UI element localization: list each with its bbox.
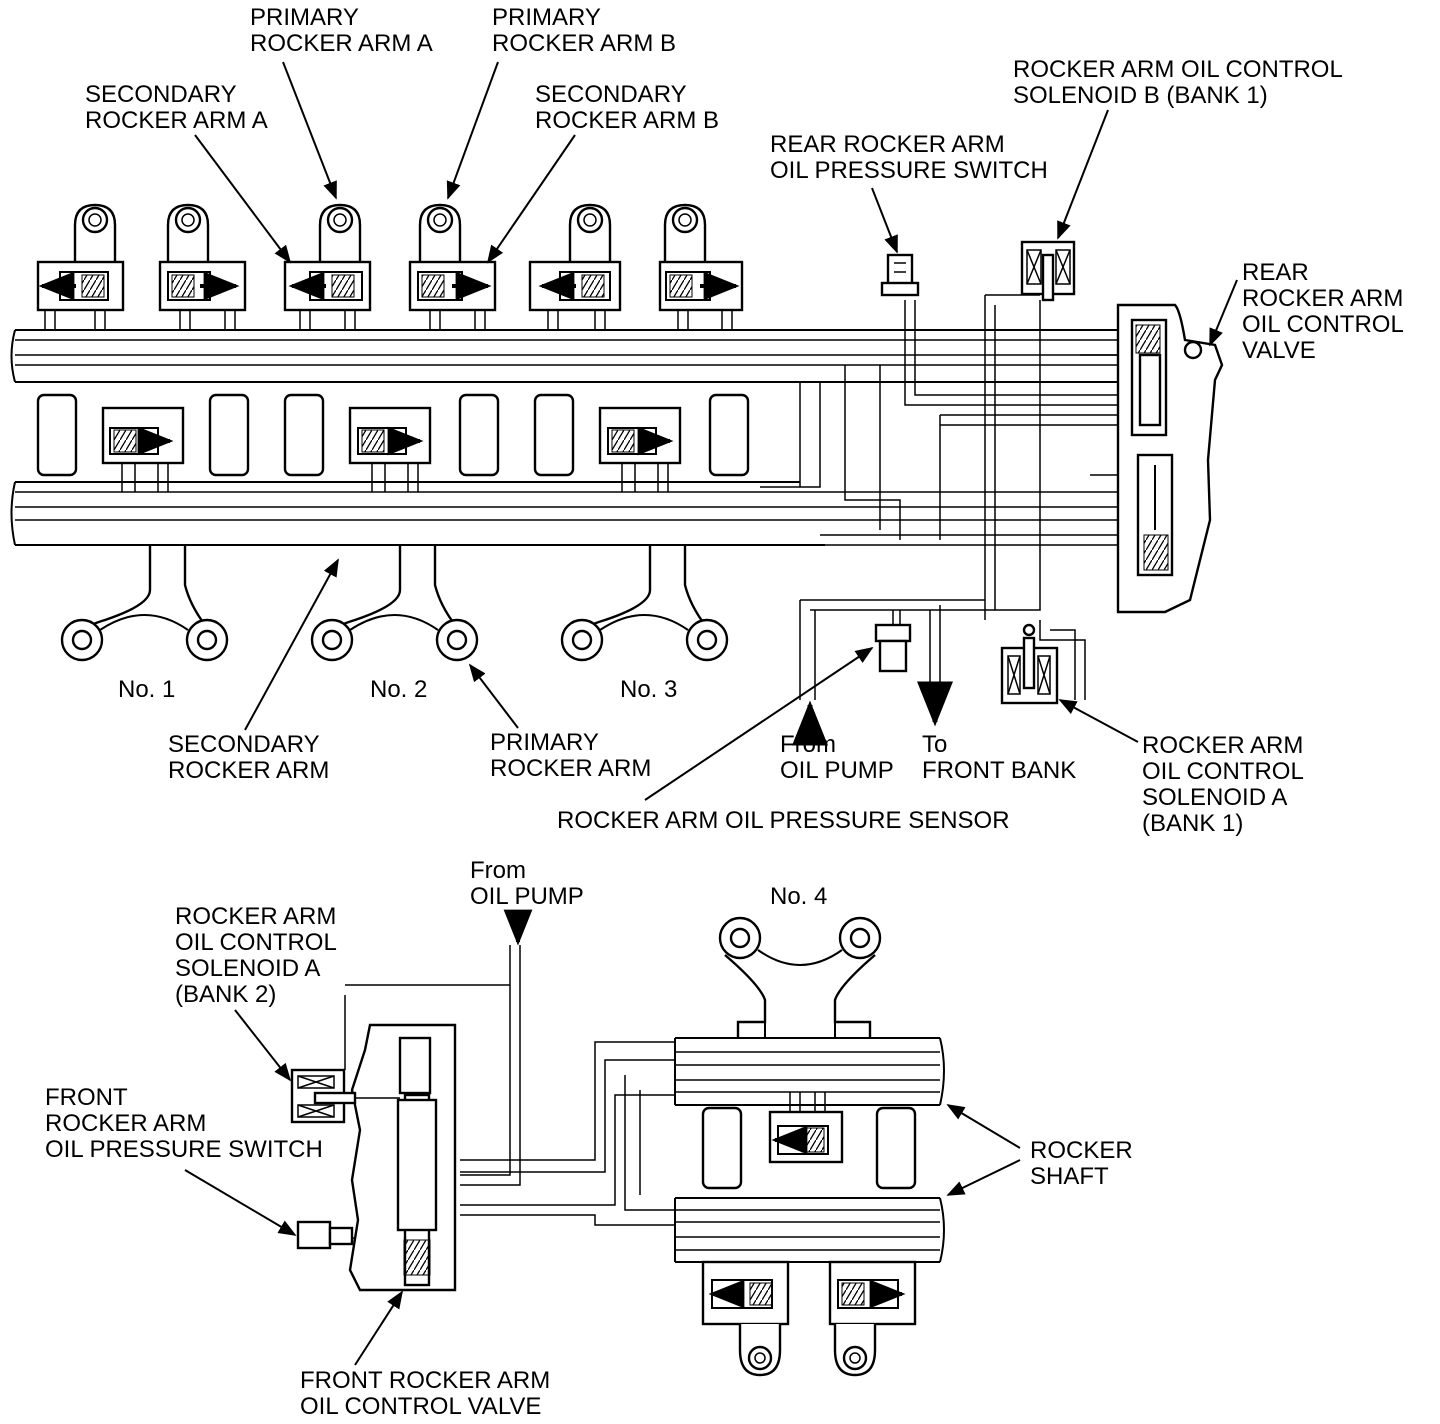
label-solenoid-a-bank2-1: ROCKER ARM bbox=[175, 903, 336, 930]
label-front-from-oil-pump-1: From bbox=[470, 857, 526, 884]
label-rear-valve-1: REAR bbox=[1242, 259, 1309, 286]
front-lash-adjusters bbox=[701, 1092, 917, 1190]
upper-rocker-arm-row bbox=[36, 203, 744, 330]
label-solenoid-a-bank2-2: OIL CONTROL bbox=[175, 929, 337, 956]
label-secondary-rocker-arm-2: ROCKER ARM bbox=[168, 757, 329, 784]
label-secondary-rocker-arm-1: SECONDARY bbox=[168, 731, 320, 758]
label-to-front-bank-1: To bbox=[922, 731, 947, 758]
label-rocker-shaft-1: ROCKER bbox=[1030, 1137, 1133, 1164]
label-solenoid-a-bank1-1: ROCKER ARM bbox=[1142, 732, 1303, 759]
label-primary-rocker-arm-b-1: PRIMARY bbox=[492, 4, 601, 31]
label-secondary-rocker-arm-b-1: SECONDARY bbox=[535, 81, 687, 108]
cylinder-4-top-arms bbox=[718, 916, 882, 1038]
label-primary-rocker-arm-b-2: ROCKER ARM B bbox=[492, 30, 676, 57]
label-rear-switch-1: REAR ROCKER ARM bbox=[770, 131, 1005, 158]
rocker-arm-upper-6 bbox=[658, 203, 744, 330]
label-front-valve-2: OIL CONTROL VALVE bbox=[300, 1393, 541, 1420]
rocker-arm-upper-1 bbox=[36, 203, 125, 330]
label-front-valve-1: FRONT ROCKER ARM bbox=[300, 1367, 550, 1394]
label-rear-valve-4: VALVE bbox=[1242, 337, 1316, 364]
front-rocker-shafts bbox=[674, 1037, 945, 1263]
rocker-arm-oil-control-solenoid-a-bank2 bbox=[290, 1068, 400, 1124]
label-to-front-bank-2: FRONT BANK bbox=[922, 757, 1076, 784]
rocker-arm-upper-2 bbox=[158, 203, 247, 330]
label-rear-valve-2: ROCKER ARM bbox=[1242, 285, 1403, 312]
label-cylinder-2: No. 2 bbox=[370, 676, 427, 703]
rear-oil-pressure-switch bbox=[880, 253, 920, 297]
label-primary-rocker-arm-a-2: ROCKER ARM A bbox=[250, 30, 433, 57]
rocker-arm-oil-control-solenoid-a-bank1 bbox=[1000, 623, 1059, 705]
rocker-arm-oil-pressure-sensor bbox=[874, 610, 912, 673]
label-rear-valve-3: OIL CONTROL bbox=[1242, 311, 1404, 338]
lower-rocker-arm-row bbox=[60, 545, 729, 662]
upper-rocker-shaft bbox=[10, 329, 1118, 383]
label-solenoid-b-1: ROCKER ARM OIL CONTROL bbox=[1013, 56, 1343, 83]
rocker-arm-oil-control-solenoid-b bbox=[1020, 240, 1076, 302]
lash-adjuster-row bbox=[36, 393, 750, 492]
label-solenoid-a-bank2-4: (BANK 2) bbox=[175, 981, 276, 1008]
label-rear-switch-2: OIL PRESSURE SWITCH bbox=[770, 157, 1048, 184]
label-secondary-rocker-arm-a-1: SECONDARY bbox=[85, 81, 237, 108]
rocker-arm-upper-5 bbox=[528, 203, 622, 330]
front-lower-rocker-arms bbox=[701, 1260, 917, 1377]
label-solenoid-a-bank2-3: SOLENOID A bbox=[175, 955, 320, 982]
label-front-from-oil-pump-2: OIL PUMP bbox=[470, 883, 584, 910]
label-from-oil-pump-2: OIL PUMP bbox=[780, 757, 894, 784]
label-cylinder-4: No. 4 bbox=[770, 883, 827, 910]
cylinder-1-arms bbox=[60, 545, 229, 662]
label-cylinder-1: No. 1 bbox=[118, 676, 175, 703]
rear-bank-assembly bbox=[10, 203, 1224, 746]
label-front-switch-2: ROCKER ARM bbox=[45, 1110, 206, 1137]
rear-rocker-arm-oil-control-valve bbox=[1116, 303, 1224, 614]
label-solenoid-b-2: SOLENOID B (BANK 1) bbox=[1013, 82, 1268, 109]
label-rocker-shaft-2: SHAFT bbox=[1030, 1163, 1109, 1190]
label-cylinder-3: No. 3 bbox=[620, 676, 677, 703]
diagram-labels: PRIMARY ROCKER ARM A PRIMARY ROCKER ARM … bbox=[45, 4, 1404, 1420]
label-oil-pressure-sensor: ROCKER ARM OIL PRESSURE SENSOR bbox=[557, 807, 1010, 834]
cylinder-3-arms bbox=[560, 545, 729, 662]
front-oil-pressure-switch bbox=[296, 1220, 354, 1250]
label-from-oil-pump-1: From bbox=[780, 731, 836, 758]
label-front-switch-1: FRONT bbox=[45, 1084, 128, 1111]
label-solenoid-a-bank1-2: OIL CONTROL bbox=[1142, 758, 1304, 785]
label-secondary-rocker-arm-a-2: ROCKER ARM A bbox=[85, 107, 268, 134]
cylinder-2-arms bbox=[310, 545, 479, 662]
label-solenoid-a-bank1-3: SOLENOID A bbox=[1142, 784, 1287, 811]
label-primary-rocker-arm-a-1: PRIMARY bbox=[250, 4, 359, 31]
label-solenoid-a-bank1-4: (BANK 1) bbox=[1142, 810, 1243, 837]
rocker-arm-upper-4 bbox=[408, 203, 497, 330]
front-oil-passages bbox=[344, 945, 675, 1239]
rocker-arm-upper-3 bbox=[283, 203, 372, 330]
label-primary-rocker-arm-1: PRIMARY bbox=[490, 729, 599, 756]
front-bank-assembly bbox=[290, 909, 945, 1377]
label-front-switch-3: OIL PRESSURE SWITCH bbox=[45, 1136, 323, 1163]
rear-oil-passages bbox=[760, 294, 1118, 700]
leader-lines bbox=[184, 61, 1238, 1366]
front-rocker-arm-oil-control-valve bbox=[348, 1023, 457, 1292]
label-primary-rocker-arm-2: ROCKER ARM bbox=[490, 755, 651, 782]
label-secondary-rocker-arm-b-2: ROCKER ARM B bbox=[535, 107, 719, 134]
